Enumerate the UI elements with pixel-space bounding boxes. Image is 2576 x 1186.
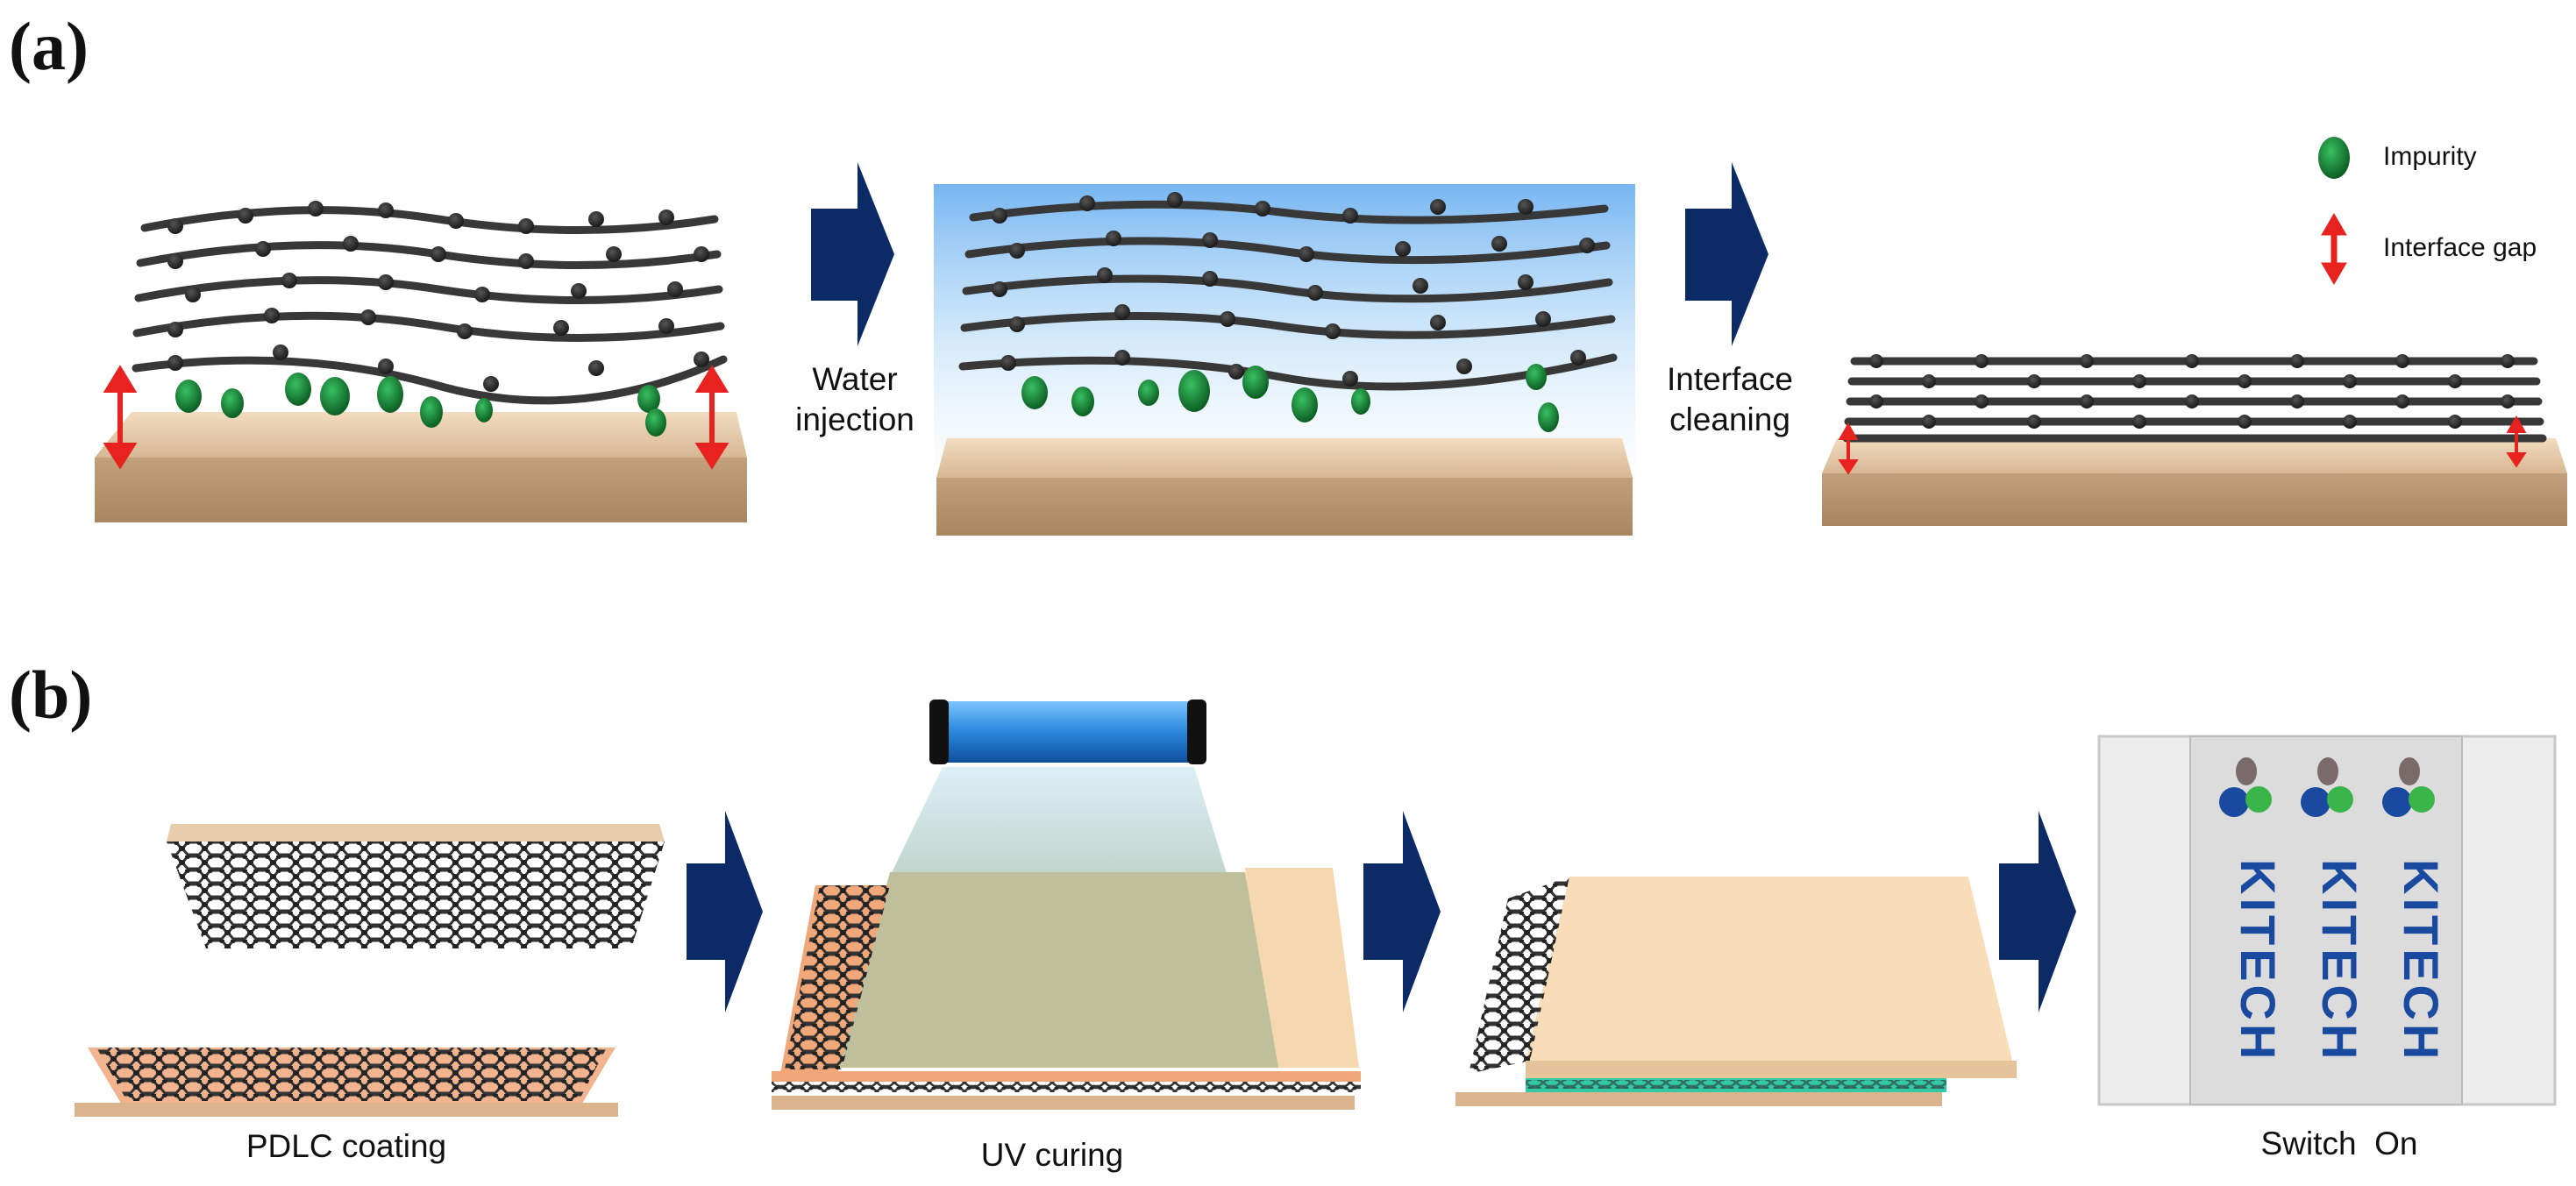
- uv-lamp-icon: [929, 700, 1206, 764]
- impurities-a1: [175, 373, 666, 437]
- double-arrow-icon: [2321, 213, 2347, 285]
- panel-a-label: (a): [9, 8, 89, 84]
- kitech-logo-1: [2219, 757, 2272, 817]
- stage-a2: [934, 184, 1635, 536]
- step-label-water-injection: Water injection: [795, 361, 914, 437]
- gap-arrows-a1: [103, 365, 729, 470]
- block-arrow-icon: [1999, 811, 2076, 1012]
- block-arrow-icon: [1363, 811, 1441, 1012]
- stage-b1: [75, 824, 665, 1117]
- stage-b3: [1455, 877, 2017, 1106]
- legend-interface-gap-label: Interface gap: [2383, 233, 2537, 262]
- legend-impurity-label: Impurity: [2383, 142, 2477, 171]
- caption-pdlc-coating: PDLC coating: [246, 1128, 447, 1164]
- stage-a1: [95, 201, 747, 522]
- stage-b2: [772, 700, 1361, 1110]
- logo-text-3: KITECH: [2394, 859, 2449, 1063]
- graphene-stack-a1: [132, 206, 728, 405]
- kitech-logo-3: [2382, 757, 2435, 817]
- panel-b-label: (b): [9, 657, 93, 733]
- logo-text-1: KITECH: [2231, 859, 2286, 1063]
- stage-b4: [2097, 735, 2557, 1106]
- logo-text-2: KITECH: [2312, 859, 2367, 1063]
- block-arrow-icon: [1685, 162, 1768, 346]
- impurity-icon: [2318, 137, 2350, 179]
- kitech-logo-2: [2301, 757, 2353, 817]
- block-arrow-icon: [687, 811, 763, 1012]
- gap-arrows-a3: [1838, 415, 2527, 475]
- stage-a3: [1822, 354, 2567, 526]
- step-label-interface-cleaning: Interface cleaning: [1667, 361, 1793, 437]
- caption-switch-on: Switch On: [2260, 1126, 2418, 1161]
- block-arrow-icon: [811, 162, 894, 346]
- impurities-a2: [1021, 364, 1559, 432]
- caption-uv-curing: UV curing: [980, 1137, 1124, 1173]
- graphene-stack-a2: [958, 200, 1618, 391]
